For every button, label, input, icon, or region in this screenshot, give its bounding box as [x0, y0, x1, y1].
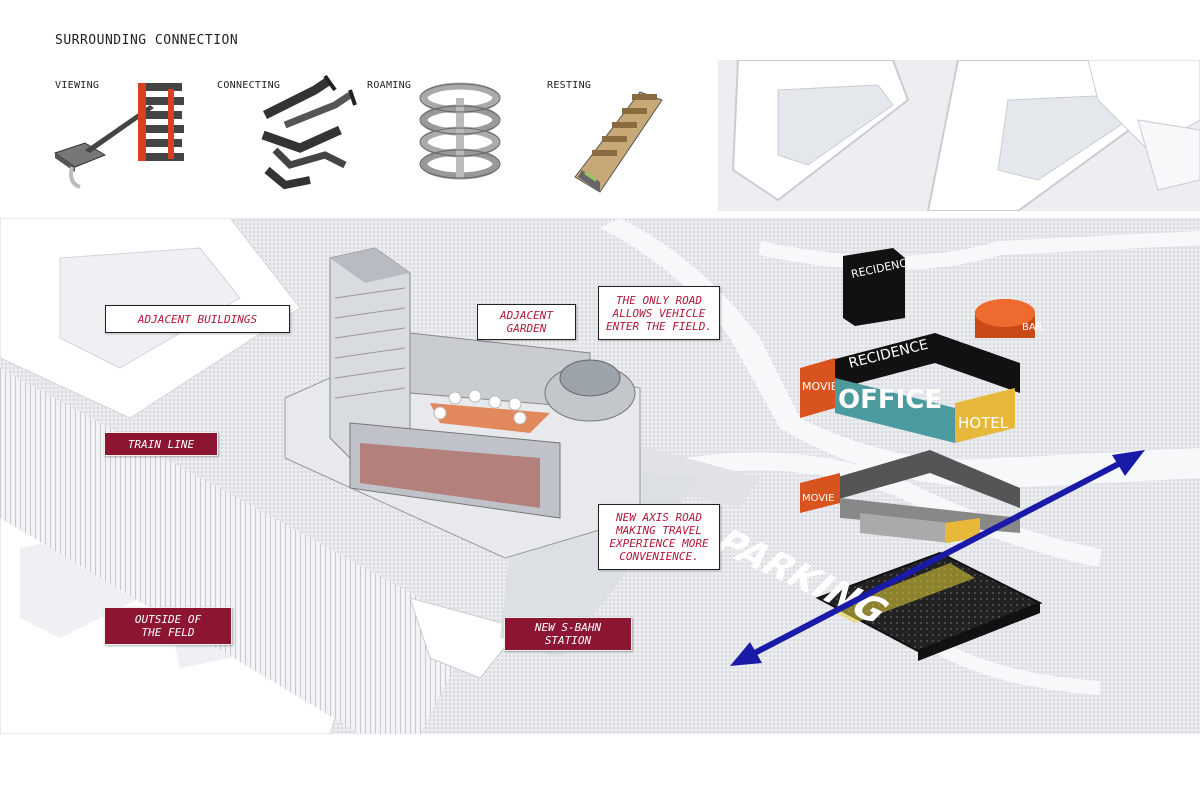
mode-label-viewing: VIEWING: [55, 80, 100, 91]
block-office: OFFICE: [838, 385, 942, 415]
label-train-line: TRAIN LINE: [104, 432, 218, 456]
mode-label-connecting: CONNECTING: [217, 80, 281, 91]
block-hotel: HOTEL: [958, 414, 1009, 432]
mode-label-resting: RESTING: [547, 80, 592, 91]
label-only-road: THE ONLY ROAD ALLOWS VEHICLE ENTER THE F…: [598, 286, 720, 340]
roaming-spiral-icon: [419, 82, 501, 180]
top-aerial-view: [718, 60, 1200, 211]
block-bar: BAR: [1022, 322, 1043, 333]
label-adjacent-buildings: ADJACENT BUILDINGS: [105, 305, 290, 333]
resting-steps-icon: [574, 91, 663, 193]
block-movie-lower: MOVIE: [802, 493, 834, 504]
mode-label-roaming: ROAMING: [367, 80, 412, 91]
block-movie: MOVIE: [802, 380, 838, 393]
label-sbahn-station: NEW S-BAHN STATION: [504, 617, 632, 651]
label-adjacent-garden: ADJACENT GARDEN: [477, 304, 576, 340]
label-outside-field: OUTSIDE OF THE FELD: [104, 607, 232, 645]
viewing-stair-icon: [53, 83, 184, 189]
page-title: SURROUNDING CONNECTION: [55, 33, 239, 48]
label-new-axis-road: NEW AXIS ROAD MAKING TRAVEL EXPERIENCE M…: [598, 504, 720, 570]
connecting-bridges-icon: [261, 74, 357, 190]
